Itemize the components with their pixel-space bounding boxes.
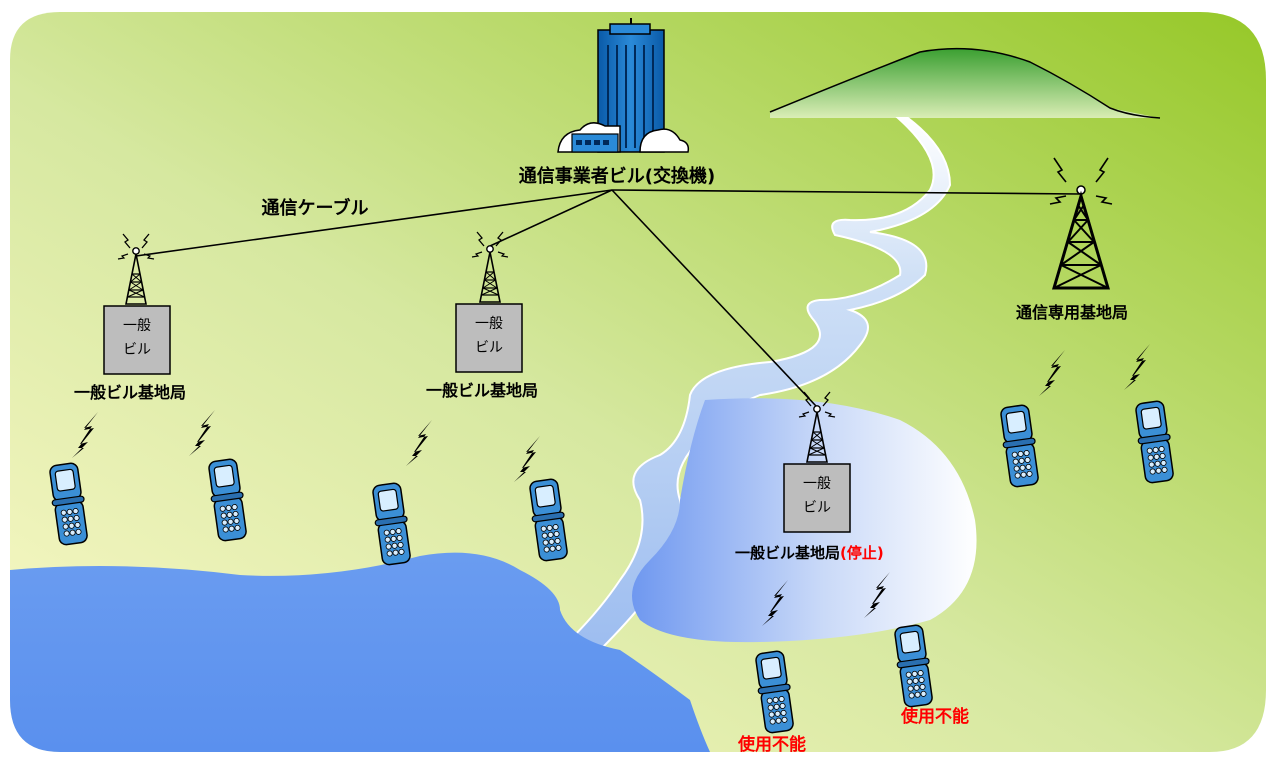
- building-text-2: ビル: [475, 340, 503, 356]
- unavailable-label: 使用不能: [737, 734, 806, 755]
- unavailable-label: 使用不能: [900, 706, 969, 727]
- general-building-box: [103, 305, 171, 375]
- communication-cables: [135, 189, 1081, 407]
- building-text-1: 一般: [123, 318, 151, 334]
- station-label: 一般ビル基地局: [74, 383, 186, 402]
- cable-label: 通信ケーブル: [262, 197, 369, 219]
- dedicated-tower: 通信専用基地局: [1016, 157, 1128, 322]
- lattice-tower-icon: [1049, 157, 1113, 290]
- building-text-1: 一般: [803, 476, 831, 492]
- general-building-box: [455, 303, 523, 373]
- building-text-2: ビル: [803, 500, 831, 516]
- station-label: 一般ビル基地局: [426, 381, 538, 400]
- station-label: 一般ビル基地局(停止): [735, 544, 884, 562]
- sea: [10, 552, 710, 752]
- station-status: (停止): [840, 544, 884, 562]
- station-2: 一般 ビル 一般ビル基地局: [426, 231, 538, 400]
- river: [568, 117, 952, 652]
- station-label-text: 一般ビル基地局: [735, 544, 840, 562]
- general-building-box: [783, 463, 851, 533]
- mountain: [770, 48, 1160, 118]
- hq-label: 通信事業者ビル(交換機): [519, 165, 715, 187]
- office-tower-icon: [557, 18, 690, 153]
- station-1: 一般 ビル 一般ビル基地局: [74, 233, 186, 402]
- building-text-1: 一般: [475, 316, 503, 332]
- station-3-stopped: 一般 ビル 一般ビル基地局(停止): [735, 391, 884, 562]
- station-label: 通信専用基地局: [1016, 303, 1128, 322]
- building-text-2: ビル: [123, 342, 151, 358]
